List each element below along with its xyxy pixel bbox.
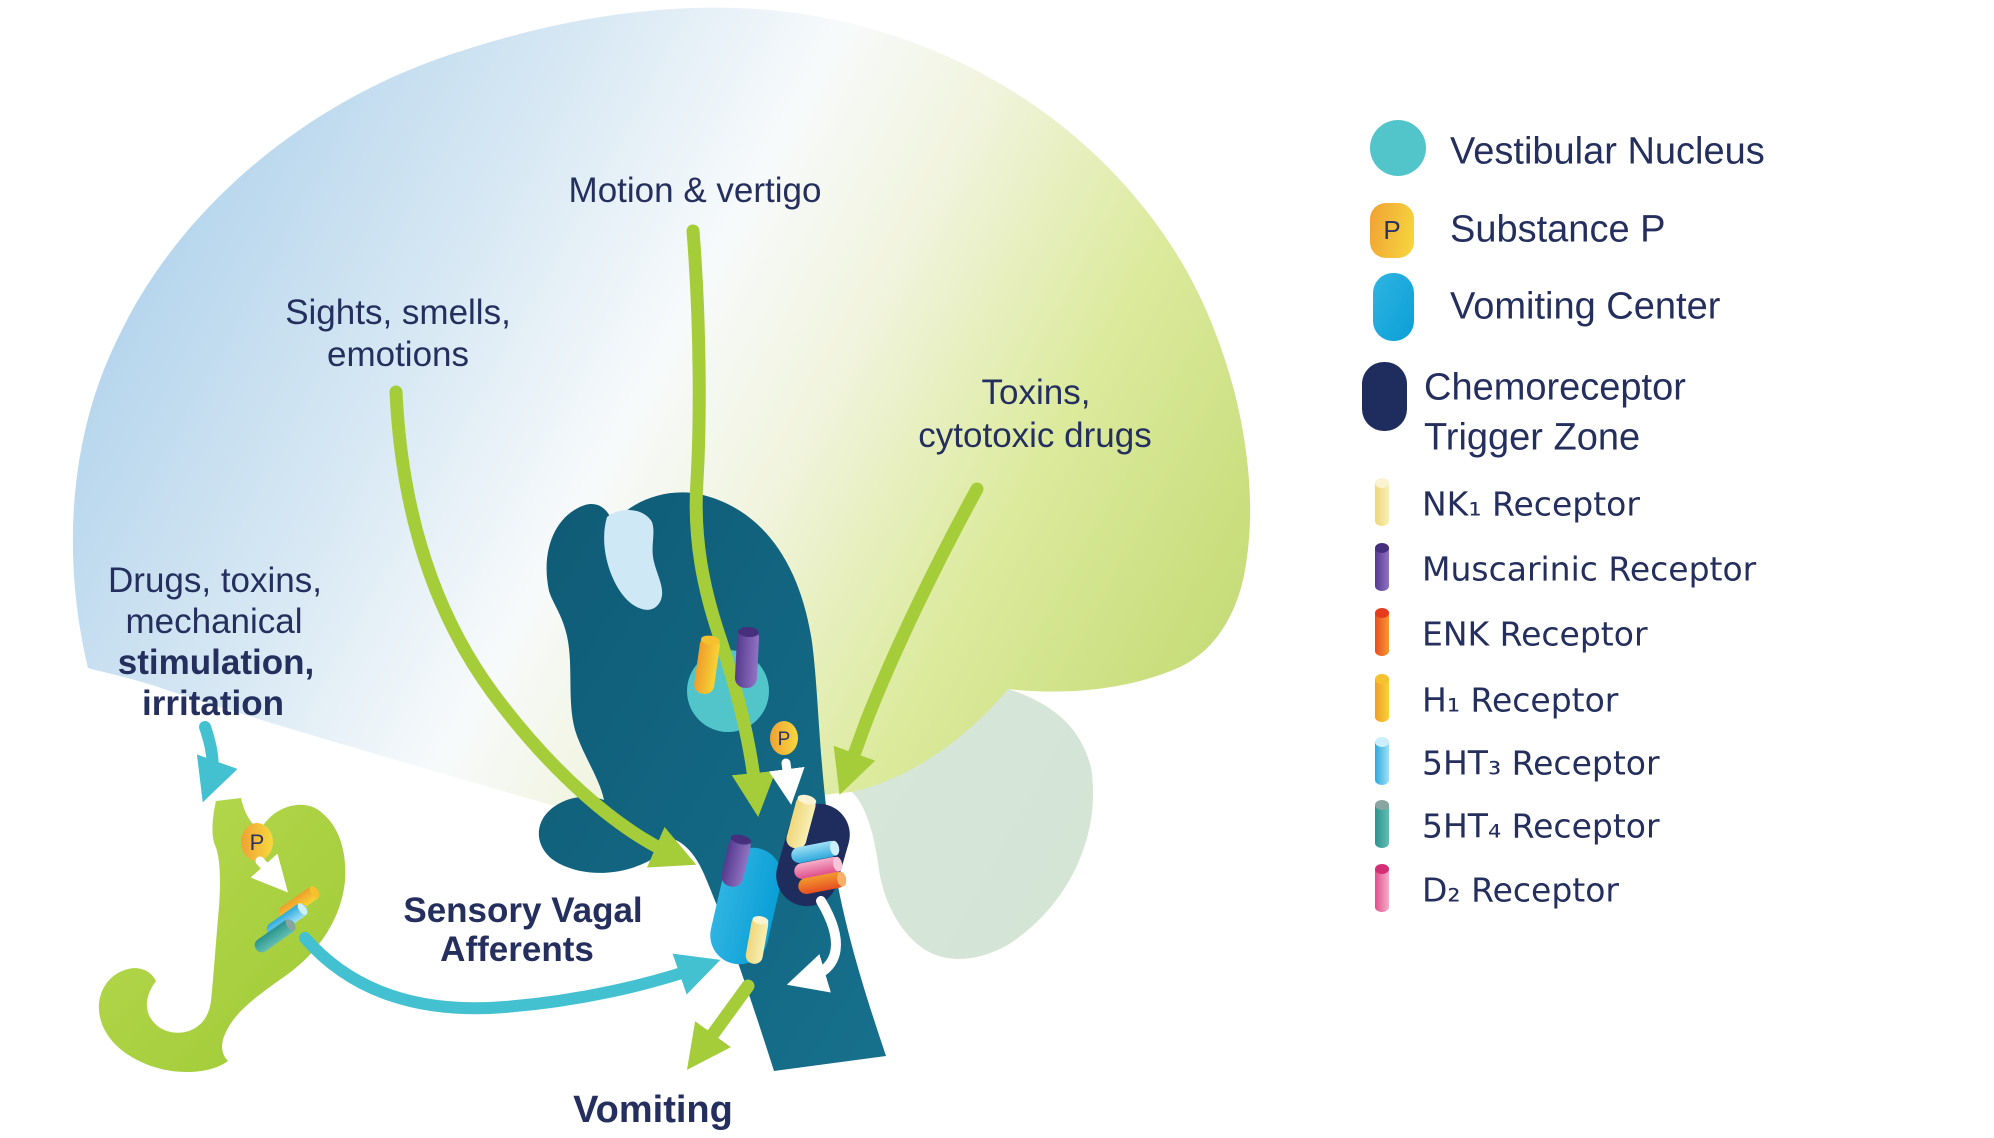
vomiting-arrow [687,979,755,1070]
legend-label-muscarinic: Muscarinic Receptor [1422,549,1757,589]
label-drugs-line3: stimulation, [117,642,315,682]
substance-p-stomach-release-arrow [250,853,288,893]
chemoreceptor-trigger-zone-icon [1362,362,1407,431]
enk-receptor-ctz [798,871,847,895]
5ht3-receptor-icon [1375,737,1389,785]
label-vagal-line1: Sensory Vagal [403,890,643,930]
h1-receptor-vestibular [694,635,720,694]
substance-p-brainstem-letter: P [778,729,791,750]
label-toxins-line1: Toxins, [981,372,1091,412]
legend-label-h1: H₁ Receptor [1422,680,1619,720]
d2-receptor-icon [1375,864,1389,912]
legend-label-vestibular-nucleus: Vestibular Nucleus [1450,130,1765,173]
toxins-arrow [833,482,984,795]
label-toxins-line2: cytotoxic drugs [918,415,1152,455]
nk1-receptor-icon [1375,478,1389,526]
motion-arrow [686,224,776,817]
substance-p-stomach-letter: P [250,830,265,855]
legend-label-vomiting-center: Vomiting Center [1450,285,1721,328]
legend-label-enk: ENK Receptor [1422,614,1648,654]
muscarinic-receptor-icon [1375,543,1389,591]
substance-p-icon: P [1370,203,1414,258]
label-vomiting: Vomiting [573,1089,733,1132]
label-drugs-line1: Drugs, toxins, [108,560,322,600]
legend-label-5ht3: 5HT₃ Receptor [1422,743,1660,783]
legend-label-nk1: NK₁ Receptor [1422,484,1640,524]
legend-label-ctz-line2: Trigger Zone [1424,416,1641,459]
cerebellum-lobe [852,689,1093,959]
vomiting-center-icon [1373,273,1414,341]
nk1-receptor-vomiting-center [745,916,769,964]
legend-label-substance-p: Substance P [1450,208,1666,251]
label-vagal-line2: Afferents [440,929,594,969]
substance-p-ctz-arrow [768,758,805,805]
vagal-afferents-arrow [299,932,721,1015]
legend-label-d2: D₂ Receptor [1422,870,1619,910]
substance-p-brainstem [770,721,798,755]
label-motion-vertigo: Motion & vertigo [568,170,822,210]
irritation-arrow [196,721,238,803]
substance-p-stomach [241,823,273,861]
5ht4-receptor-icon [1375,800,1389,848]
label-sights-line1: Sights, smells, [285,292,511,332]
vestibular-nucleus-icon [1370,120,1426,176]
muscarinic-receptor-vomiting-center [721,834,752,887]
brainstem-notch [604,509,663,610]
5ht4-receptor-stomach [254,919,296,953]
5ht3-receptor-ctz [791,840,840,864]
brainstem [538,492,886,1071]
nk1-receptor-ctz [786,794,817,849]
legend-label-5ht4: 5HT₄ Receptor [1422,806,1660,846]
sights-arrow [389,385,697,868]
label-drugs-line2: mechanical [125,601,303,641]
h1-receptor-icon [1375,674,1389,722]
label-sights-line2: emotions [326,334,470,374]
muscarinic-receptor-vestibular [734,627,760,689]
label-drugs-line4: irritation [142,683,284,723]
legend-label-ctz-line1: Chemoreceptor [1424,366,1686,409]
ctz-to-vomiting-center-arrow [786,896,841,993]
enk-receptor-icon [1375,608,1389,656]
substance-p-icon-letter: P [1383,215,1401,245]
brain-silhouette [72,7,1251,959]
